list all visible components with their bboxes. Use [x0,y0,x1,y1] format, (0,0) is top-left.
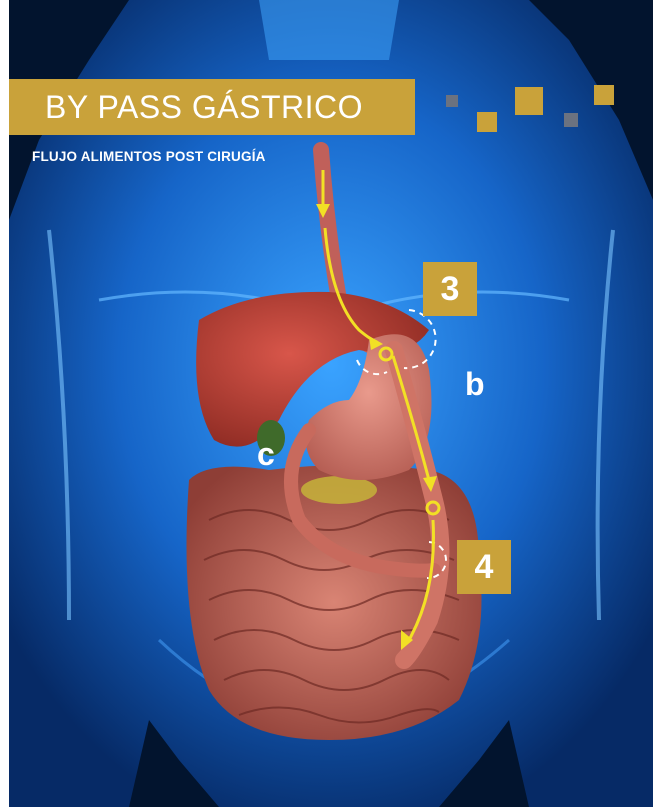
step-4-label: 4 [457,540,511,594]
label-c: c [257,436,275,473]
step-3-label: 3 [423,262,477,316]
subtitle: FLUJO ALIMENTOS POST CIRUGÍA [32,149,266,164]
page-title: BY PASS GÁSTRICO [9,79,415,135]
label-b: b [465,366,485,403]
pancreas [301,476,377,504]
infographic: BY PASS GÁSTRICO FLUJO ALIMENTOS POST CI… [9,0,653,807]
